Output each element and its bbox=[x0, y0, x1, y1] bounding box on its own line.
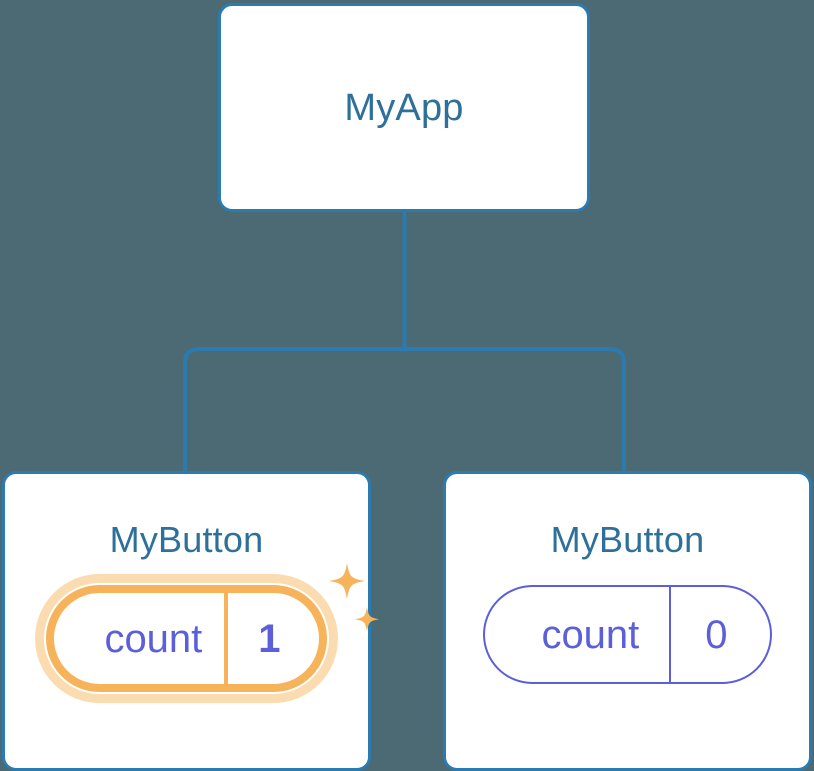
node-title: MyApp bbox=[344, 86, 464, 129]
node-mybutton-2[interactable]: MyButton count 0 bbox=[443, 471, 812, 771]
node-title: MyButton bbox=[109, 519, 264, 560]
tree-connectors bbox=[183, 211, 626, 478]
node-title: MyButton bbox=[550, 519, 705, 560]
state-capsule[interactable]: count 0 bbox=[483, 585, 772, 684]
state-value: 0 bbox=[669, 587, 769, 682]
node-mybutton-1[interactable]: MyButton count 1 bbox=[2, 471, 379, 771]
state-capsule-highlighted: count 1 bbox=[35, 563, 379, 703]
component-tree-diagram: MyApp MyButton count 1 MyButton count 0 bbox=[2, 3, 812, 771]
state-capsule-plain: count 0 bbox=[483, 585, 772, 684]
edge-bridge bbox=[183, 347, 626, 478]
node-myapp[interactable]: MyApp bbox=[218, 3, 590, 212]
state-capsule[interactable]: count 1 bbox=[46, 585, 327, 692]
state-key: count bbox=[541, 612, 640, 657]
state-value: 1 bbox=[224, 593, 318, 684]
state-key: count bbox=[104, 616, 203, 661]
